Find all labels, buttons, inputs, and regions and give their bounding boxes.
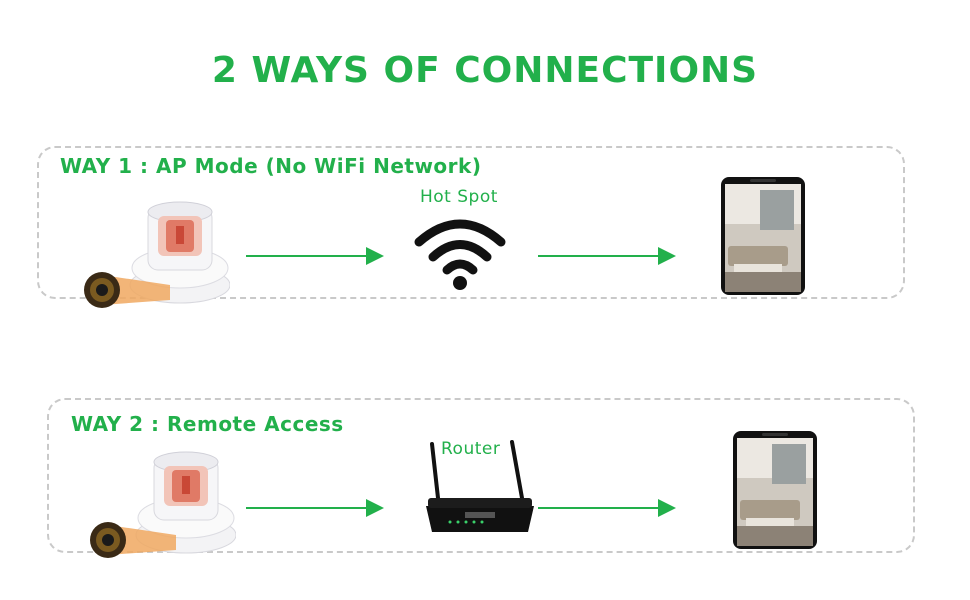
bulb-holder-camera-icon — [84, 201, 230, 308]
way-1-panel — [37, 146, 905, 299]
wifi-icon — [414, 219, 506, 290]
arrow-right-icon — [246, 499, 384, 517]
arrow-right-icon — [246, 247, 384, 265]
smartphone-icon — [733, 431, 817, 549]
way-2-title: WAY 2 : Remote Access — [67, 412, 348, 436]
arrow-right-icon — [538, 499, 676, 517]
smartphone-icon — [721, 177, 805, 295]
way-2-panel — [47, 398, 915, 553]
page-title: 2 WAYS OF CONNECTIONS — [211, 50, 759, 91]
hotspot-label: Hot Spot — [420, 187, 498, 207]
arrow-right-icon — [538, 247, 676, 265]
router-label: Router — [441, 439, 501, 459]
router-icon — [426, 440, 534, 532]
way-1-title: WAY 1 : AP Mode (No WiFi Network) — [56, 154, 486, 178]
bulb-holder-camera-icon — [90, 451, 236, 558]
